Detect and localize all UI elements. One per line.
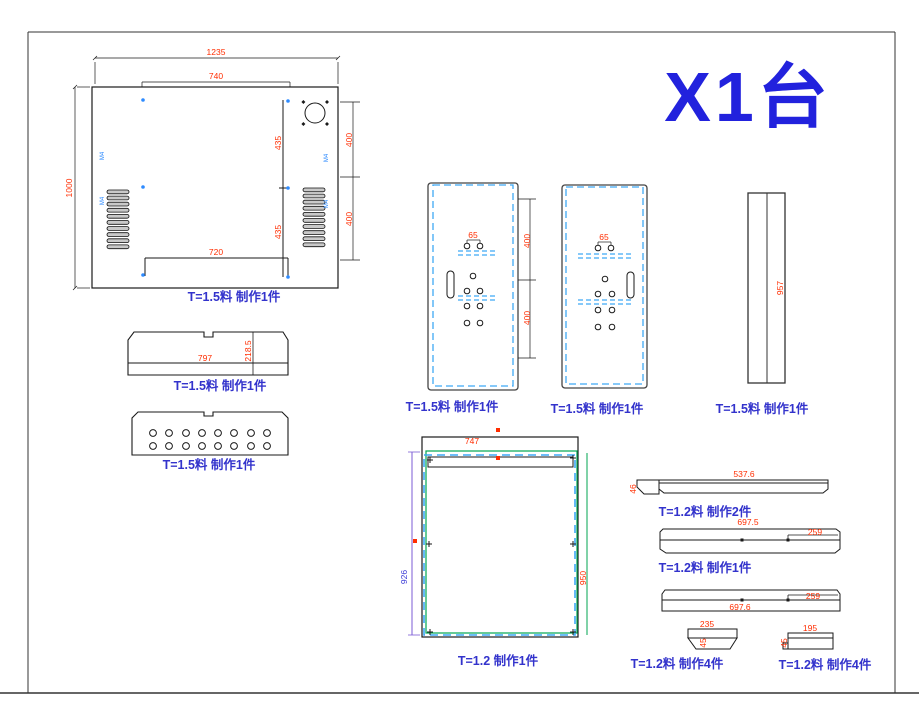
- tray-dim-height: 218.5: [242, 340, 253, 362]
- hole-plate-label: T=1.5料 制作1件: [162, 457, 256, 472]
- part-bracket-4pc: [687, 628, 738, 650]
- column-dim-height: 957: [774, 280, 785, 296]
- back-panel-dim-height: 1000: [63, 178, 74, 198]
- back-panel-dim-top-width: 740: [208, 70, 224, 81]
- bracket-4pc-dim-height: 45: [697, 638, 708, 648]
- door-panel-dim-height-left: 926: [398, 569, 409, 585]
- tray-dim-width: 797: [197, 352, 213, 363]
- plate-4pc-dim-height: 45: [778, 638, 789, 648]
- strip-2pc-dim-height: 46: [627, 484, 638, 494]
- part-back-panel: [72, 55, 360, 291]
- side-panel-left-dim-upper: 400: [521, 233, 532, 249]
- part-strip-2pc: [636, 479, 829, 495]
- side-panel-left-label: T=1.5料 制作1件: [405, 399, 499, 414]
- door-panel-dim-width: 747: [464, 435, 480, 446]
- plate-4pc-dim-width: 195: [802, 622, 818, 633]
- part-strip-1pc: [659, 528, 841, 554]
- strip-plain-dim-step: 259: [805, 590, 821, 601]
- back-panel-dim-inner-lower: 435: [272, 224, 283, 240]
- back-panel-dim-inner-upper: 435: [272, 135, 283, 151]
- bracket-4pc-label: T=1.2料 制作4件: [630, 656, 724, 671]
- side-panel-right-dim-hole-pitch: 65: [599, 231, 609, 242]
- column-label: T=1.5料 制作1件: [715, 401, 809, 416]
- side-panel-right-label: T=1.5料 制作1件: [550, 401, 644, 416]
- sheet-title: X1台: [664, 58, 832, 136]
- back-panel-dim-total-width: 1235: [206, 46, 226, 57]
- louver-vent-right: [302, 187, 326, 248]
- strip-1pc-label: T=1.2料 制作1件: [658, 560, 752, 575]
- door-panel-label: T=1.2 制作1件: [457, 653, 539, 668]
- strip-1pc-dim-step: 259: [807, 526, 823, 537]
- louver-vent-left: [106, 189, 130, 250]
- back-panel-dim-right-upper: 400: [343, 132, 354, 148]
- thread-mark: M4: [324, 199, 330, 209]
- part-strip-plain: [661, 589, 841, 612]
- part-door-panel: [408, 428, 588, 638]
- tray-label: T=1.5料 制作1件: [173, 378, 267, 393]
- part-side-panel-left: [427, 182, 536, 391]
- thread-mark: M4: [324, 153, 330, 163]
- strip-2pc-label: T=1.2料 制作2件: [658, 504, 752, 519]
- door-panel-dim-height-right: 950: [577, 570, 588, 586]
- part-tray: [127, 331, 289, 376]
- strip-2pc-dim-length: 537.6: [733, 468, 755, 479]
- part-side-panel-right: [561, 184, 648, 389]
- strip-1pc-dim-length: 697.5: [737, 516, 759, 527]
- back-panel-dim-bottom-width: 720: [208, 246, 224, 257]
- side-panel-left-dim-hole-pitch: 65: [468, 229, 478, 240]
- part-column: [747, 192, 786, 384]
- thread-mark: M4: [100, 196, 106, 206]
- part-hole-plate: [131, 411, 289, 456]
- part-plate-4pc: [782, 632, 834, 650]
- plate-4pc-label: T=1.2料 制作4件: [778, 657, 872, 672]
- hole-markers: [141, 98, 290, 279]
- strip-plain-dim-length: 697.6: [729, 601, 751, 612]
- drawing-frame: [0, 31, 919, 694]
- weld-marks: [413, 428, 500, 543]
- back-panel-label: T=1.5料 制作1件: [187, 289, 281, 304]
- bracket-4pc-dim-width: 235: [699, 618, 715, 629]
- side-panel-left-dim-lower: 400: [521, 310, 532, 326]
- back-panel-dim-right-lower: 400: [343, 211, 354, 227]
- thread-mark: M4: [100, 151, 106, 161]
